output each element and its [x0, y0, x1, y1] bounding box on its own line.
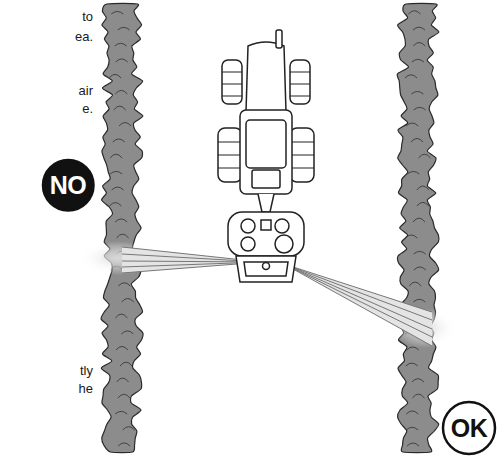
note-fragment: tly — [80, 362, 93, 379]
leaf-texture — [121, 331, 133, 334]
leaf-texture — [406, 427, 418, 430]
note-fragment: air — [79, 82, 93, 99]
leaf-texture — [413, 218, 425, 222]
sprayer-unit — [228, 212, 304, 282]
leaf-texture — [408, 11, 420, 14]
leaf-texture — [414, 267, 426, 270]
leaf-texture — [411, 91, 423, 94]
leaf-texture — [405, 75, 417, 78]
leaf-texture — [113, 139, 125, 142]
leaf-texture — [111, 11, 123, 14]
no-badge: NO — [41, 158, 96, 213]
leaf-texture — [407, 347, 419, 350]
leaf-texture — [413, 27, 425, 30]
leaf-texture — [120, 362, 132, 366]
leaf-texture — [109, 203, 121, 206]
leaf-texture — [412, 379, 424, 382]
badge-text: OK — [441, 400, 497, 456]
note-fragment: to — [82, 8, 93, 25]
leaf-texture — [405, 235, 417, 238]
hedge-rows — [101, 3, 439, 452]
leaf-texture — [115, 411, 127, 414]
badge-text: NO — [41, 158, 96, 213]
leaf-texture — [112, 187, 124, 190]
hedge-row — [397, 3, 439, 452]
leaf-texture — [406, 411, 418, 414]
leaf-texture — [117, 234, 129, 238]
leaf-texture — [412, 394, 424, 398]
leaf-texture — [418, 154, 430, 158]
leaf-texture — [118, 27, 130, 30]
leaf-texture — [407, 443, 419, 446]
leaf-texture — [115, 90, 127, 94]
leaf-texture — [115, 43, 127, 46]
ok-badge: OK — [441, 400, 497, 456]
leaf-texture — [109, 74, 121, 78]
leaf-texture — [118, 443, 130, 446]
leaf-texture — [417, 202, 429, 206]
leaf-texture — [414, 251, 426, 254]
spray-fan — [284, 264, 432, 346]
leaf-texture — [110, 171, 122, 174]
hedge-row — [101, 3, 143, 452]
leaf-texture — [116, 59, 128, 62]
leaf-texture — [114, 106, 126, 110]
leaf-texture — [118, 283, 130, 286]
leaf-texture — [122, 298, 134, 302]
leaf-texture — [406, 123, 418, 126]
note-fragment: he — [79, 380, 93, 397]
note-fragment: ea. — [75, 28, 93, 45]
leaf-texture — [119, 123, 131, 126]
leaf-texture — [117, 378, 129, 382]
leaf-texture — [123, 427, 135, 430]
tractor — [218, 30, 314, 212]
leaf-texture — [110, 154, 122, 158]
leaf-texture — [407, 171, 419, 174]
leaf-texture — [414, 107, 426, 110]
leaf-texture — [409, 282, 421, 286]
leaf-texture — [118, 394, 130, 398]
leaf-texture — [417, 186, 429, 190]
leaf-texture — [413, 299, 425, 302]
leaf-texture — [406, 363, 418, 366]
leaf-texture — [116, 346, 128, 350]
leaf-texture — [115, 219, 127, 222]
leaf-texture — [115, 314, 127, 318]
leaf-texture — [411, 138, 423, 142]
leaf-texture — [412, 59, 424, 62]
leaf-texture — [413, 43, 425, 46]
note-fragment: e. — [82, 100, 93, 117]
